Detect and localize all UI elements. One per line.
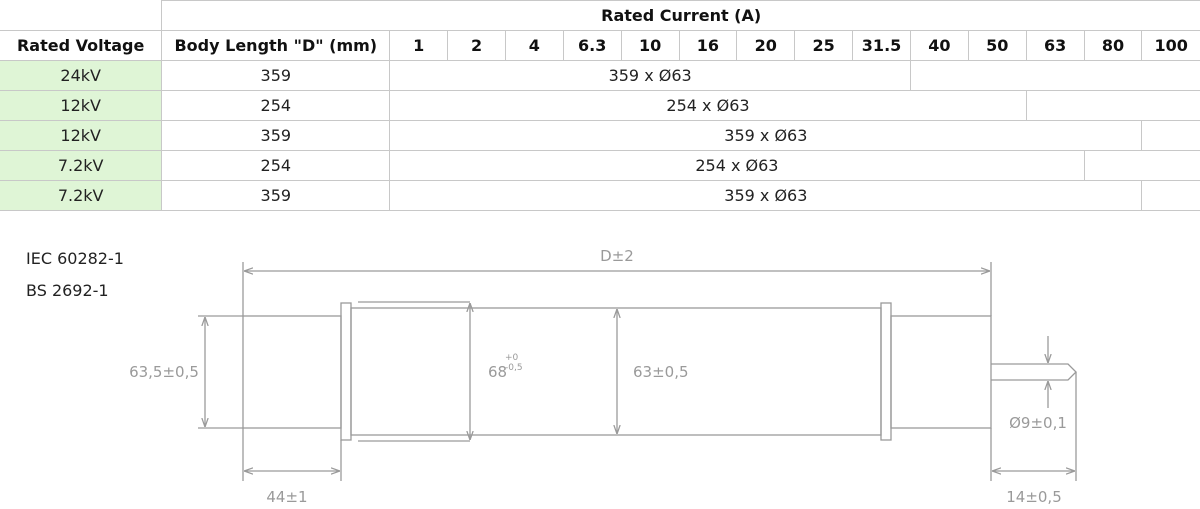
- body-length-header: Body Length "D" (mm): [161, 30, 391, 61]
- table-corner: [0, 0, 162, 31]
- voltage-cell: 12kV: [0, 120, 163, 151]
- empty-cell: [1025, 90, 1200, 121]
- dim-pin-diameter-label: Ø9±0,1: [1009, 414, 1067, 432]
- length-cell: 254: [161, 90, 391, 121]
- current-header-6: 20: [736, 30, 796, 61]
- length-cell: 359: [161, 60, 391, 91]
- dim-ring-diameter-label: 68: [488, 363, 507, 381]
- dim-length-label: D±2: [600, 247, 634, 265]
- voltage-cell: 24kV: [0, 60, 163, 91]
- voltage-cell: 7.2kV: [0, 150, 163, 181]
- range-cell: 359 x Ø63: [389, 60, 911, 91]
- dim-ring-tol-upper: +0: [505, 353, 519, 363]
- dim-body-diameter-label: 63±0,5: [633, 363, 689, 381]
- dim-pin-length-label: 14±0,5: [1006, 488, 1062, 506]
- current-header-11: 63: [1025, 30, 1085, 61]
- dim-end-diameter-label: 63,5±0,5: [129, 363, 199, 381]
- current-header-8: 31.5: [852, 30, 911, 61]
- dim-end-length-label: 44±1: [266, 488, 307, 506]
- range-cell: 254 x Ø63: [389, 150, 1085, 181]
- current-header-3: 6.3: [562, 30, 622, 61]
- rated-voltage-header: Rated Voltage: [0, 30, 163, 61]
- rating-table: Rated Current (A) Rated Voltage Body Len…: [0, 0, 1200, 211]
- current-header-4: 10: [620, 30, 680, 61]
- empty-cell: [910, 60, 1200, 91]
- standard-iec: IEC 60282-1: [26, 249, 124, 268]
- empty-cell: [1141, 180, 1200, 211]
- current-header-7: 25: [794, 30, 854, 61]
- empty-cell: [1141, 120, 1200, 151]
- current-header-5: 16: [678, 30, 738, 61]
- striker-pin: [991, 363, 1077, 381]
- dim-ring-tol-lower: -0,5: [505, 363, 523, 373]
- voltage-cell: 12kV: [0, 90, 163, 121]
- current-header-9: 40: [910, 30, 969, 61]
- current-header-12: 80: [1083, 30, 1143, 61]
- current-header-0: 1: [389, 30, 449, 61]
- range-cell: 359 x Ø63: [389, 180, 1143, 211]
- rated-current-header: Rated Current (A): [161, 0, 1200, 31]
- fuse-dimension-drawing: D±2 63,5±0,5 68 +0 -0,5 63±0,5 Ø9±0,1 44…: [129, 247, 1077, 506]
- current-header-1: 2: [447, 30, 506, 61]
- standard-bs: BS 2692-1: [26, 281, 109, 300]
- range-cell: 254 x Ø63: [389, 90, 1027, 121]
- left-end-cap: [242, 315, 342, 429]
- length-cell: 359: [161, 120, 391, 151]
- voltage-cell: 7.2kV: [0, 180, 163, 211]
- current-header-13: 100: [1141, 30, 1200, 61]
- fuse-body: [350, 307, 882, 436]
- current-header-2: 4: [504, 30, 564, 61]
- dim-ring-diameter-value: 68: [488, 363, 507, 381]
- length-cell: 359: [161, 180, 391, 211]
- length-cell: 254: [161, 150, 391, 181]
- right-ring: [880, 302, 892, 441]
- left-ring: [340, 302, 352, 441]
- empty-cell: [1083, 150, 1200, 181]
- current-header-10: 50: [967, 30, 1027, 61]
- range-cell: 359 x Ø63: [389, 120, 1143, 151]
- right-end-cap: [890, 315, 992, 429]
